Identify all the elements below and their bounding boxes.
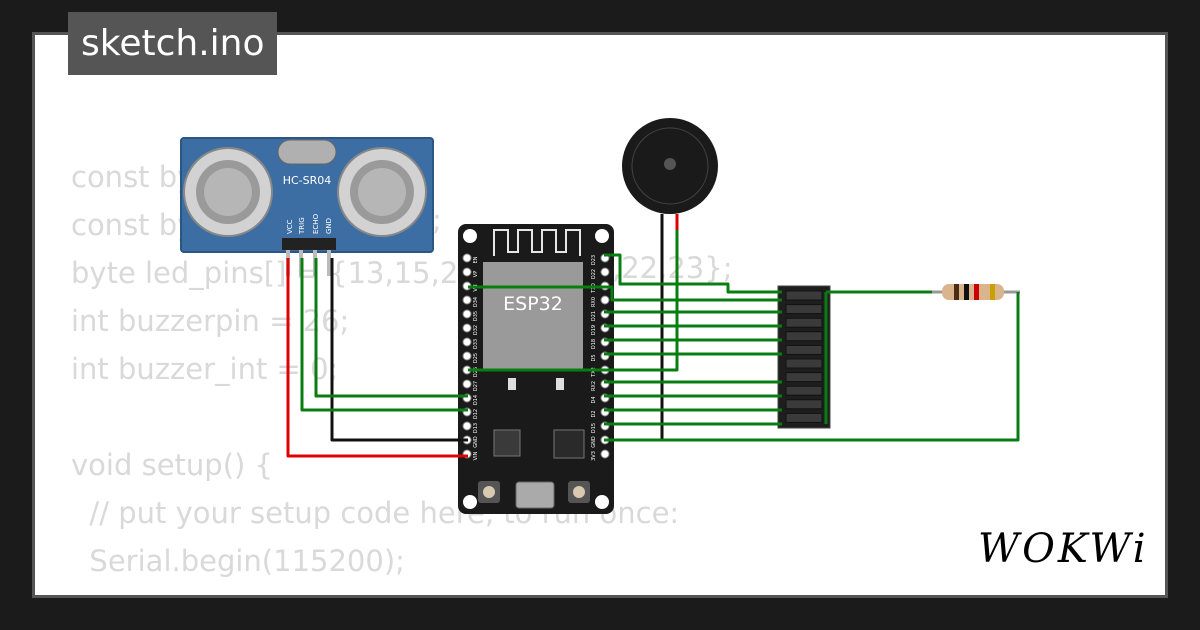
left-pin-d32 [462,323,472,333]
left-pin-d13 [462,421,472,431]
code-fragment-1: ; [432,203,442,237]
left-pin-label-d14: D14 [473,395,479,405]
board-label: ESP32 [503,293,563,315]
right-pin-label-d15: D15 [591,423,597,433]
right-pin-d22 [600,267,610,277]
sensor-pin-vcc: VCC [286,219,294,234]
right-pin-label-rx0: RX0 [591,297,597,307]
left-pin-label-d12: D12 [473,409,479,419]
sensor-label: HC-SR04 [283,174,332,187]
left-pin-label-en: EN [473,256,479,263]
right-pin-label-rx2: RX2 [591,381,597,391]
left-pin-d35 [462,309,472,319]
right-pin-label-d19: D19 [591,325,597,335]
sketch-title: sketch.ino [68,12,278,75]
wokwi-logo: WOKWi [978,526,1149,572]
left-pin-label-d34: D34 [473,297,479,307]
wire-trig [300,258,468,412]
right-pin-label-d22: D22 [591,269,597,279]
left-pin-d25 [462,351,472,361]
led-segments [785,290,823,423]
right-pin-3v3 [600,449,610,459]
wire-led-d23 [604,253,782,294]
right-pin-label-d2: D2 [591,410,597,417]
wire-buzzer-signal [468,230,679,372]
led-segment [785,317,823,328]
wire-sensor-gnd [330,258,468,442]
left-pin-label-d26: D26 [473,367,479,377]
sensor-pin-gnd: GND [325,218,333,234]
left-pin-label-d25: D25 [473,353,479,363]
right-pin-label-d18: D18 [591,339,597,349]
led-segment [785,358,823,369]
led-segment [785,385,823,396]
right-pin-label-d23: D23 [591,255,597,265]
ultrasonic-sensor: HC-SR04 VCC TRIG ECHO GND [180,137,434,276]
right-pin-label-d4: D4 [591,396,597,403]
led-segment [785,372,823,383]
left-pin-label-vp: VP [473,271,479,277]
left-pin-label-d32: D32 [473,325,479,335]
wire-resistor-gnd [604,292,1020,442]
resistor [928,284,1020,300]
right-pin-label-d5: D5 [591,354,597,361]
sensor-pin-trig: TRIG [298,217,306,235]
buzzer [622,118,718,232]
right-pin-label-3v3: 3V3 [591,451,597,461]
left-pin-vp [462,267,472,277]
wire-vcc [286,258,468,458]
left-pin-label-gnd: GND [473,436,479,448]
right-pin-rx0 [600,295,610,305]
led-segment [785,331,823,342]
led-bar-graph [777,285,831,429]
left-pin-label-d13: D13 [473,423,479,433]
left-pin-label-d27: D27 [473,381,479,391]
wire-led-d22 [468,285,782,302]
code-fragment-2: ,22,23}; [612,251,732,285]
left-pin-label-d35: D35 [473,311,479,321]
right-pin-label-tx2: TX2 [591,367,597,378]
wires [286,230,1020,458]
left-pin-label-vin: VIN [473,451,479,460]
left-pin-en [462,253,472,263]
led-segment [785,399,823,410]
sensor-pin-echo: ECHO [312,213,320,234]
left-pin-d27 [462,379,472,389]
left-pin-d34 [462,295,472,305]
left-pin-label-d33: D33 [473,339,479,349]
led-segment [785,412,823,423]
wire-echo [314,258,468,398]
right-pin-label-gnd: GND [591,436,597,448]
right-pin-label-d21: D21 [591,311,597,321]
left-pin-d33 [462,337,472,347]
led-segment [785,344,823,355]
led-segment [785,304,823,315]
led-segment [785,290,823,301]
